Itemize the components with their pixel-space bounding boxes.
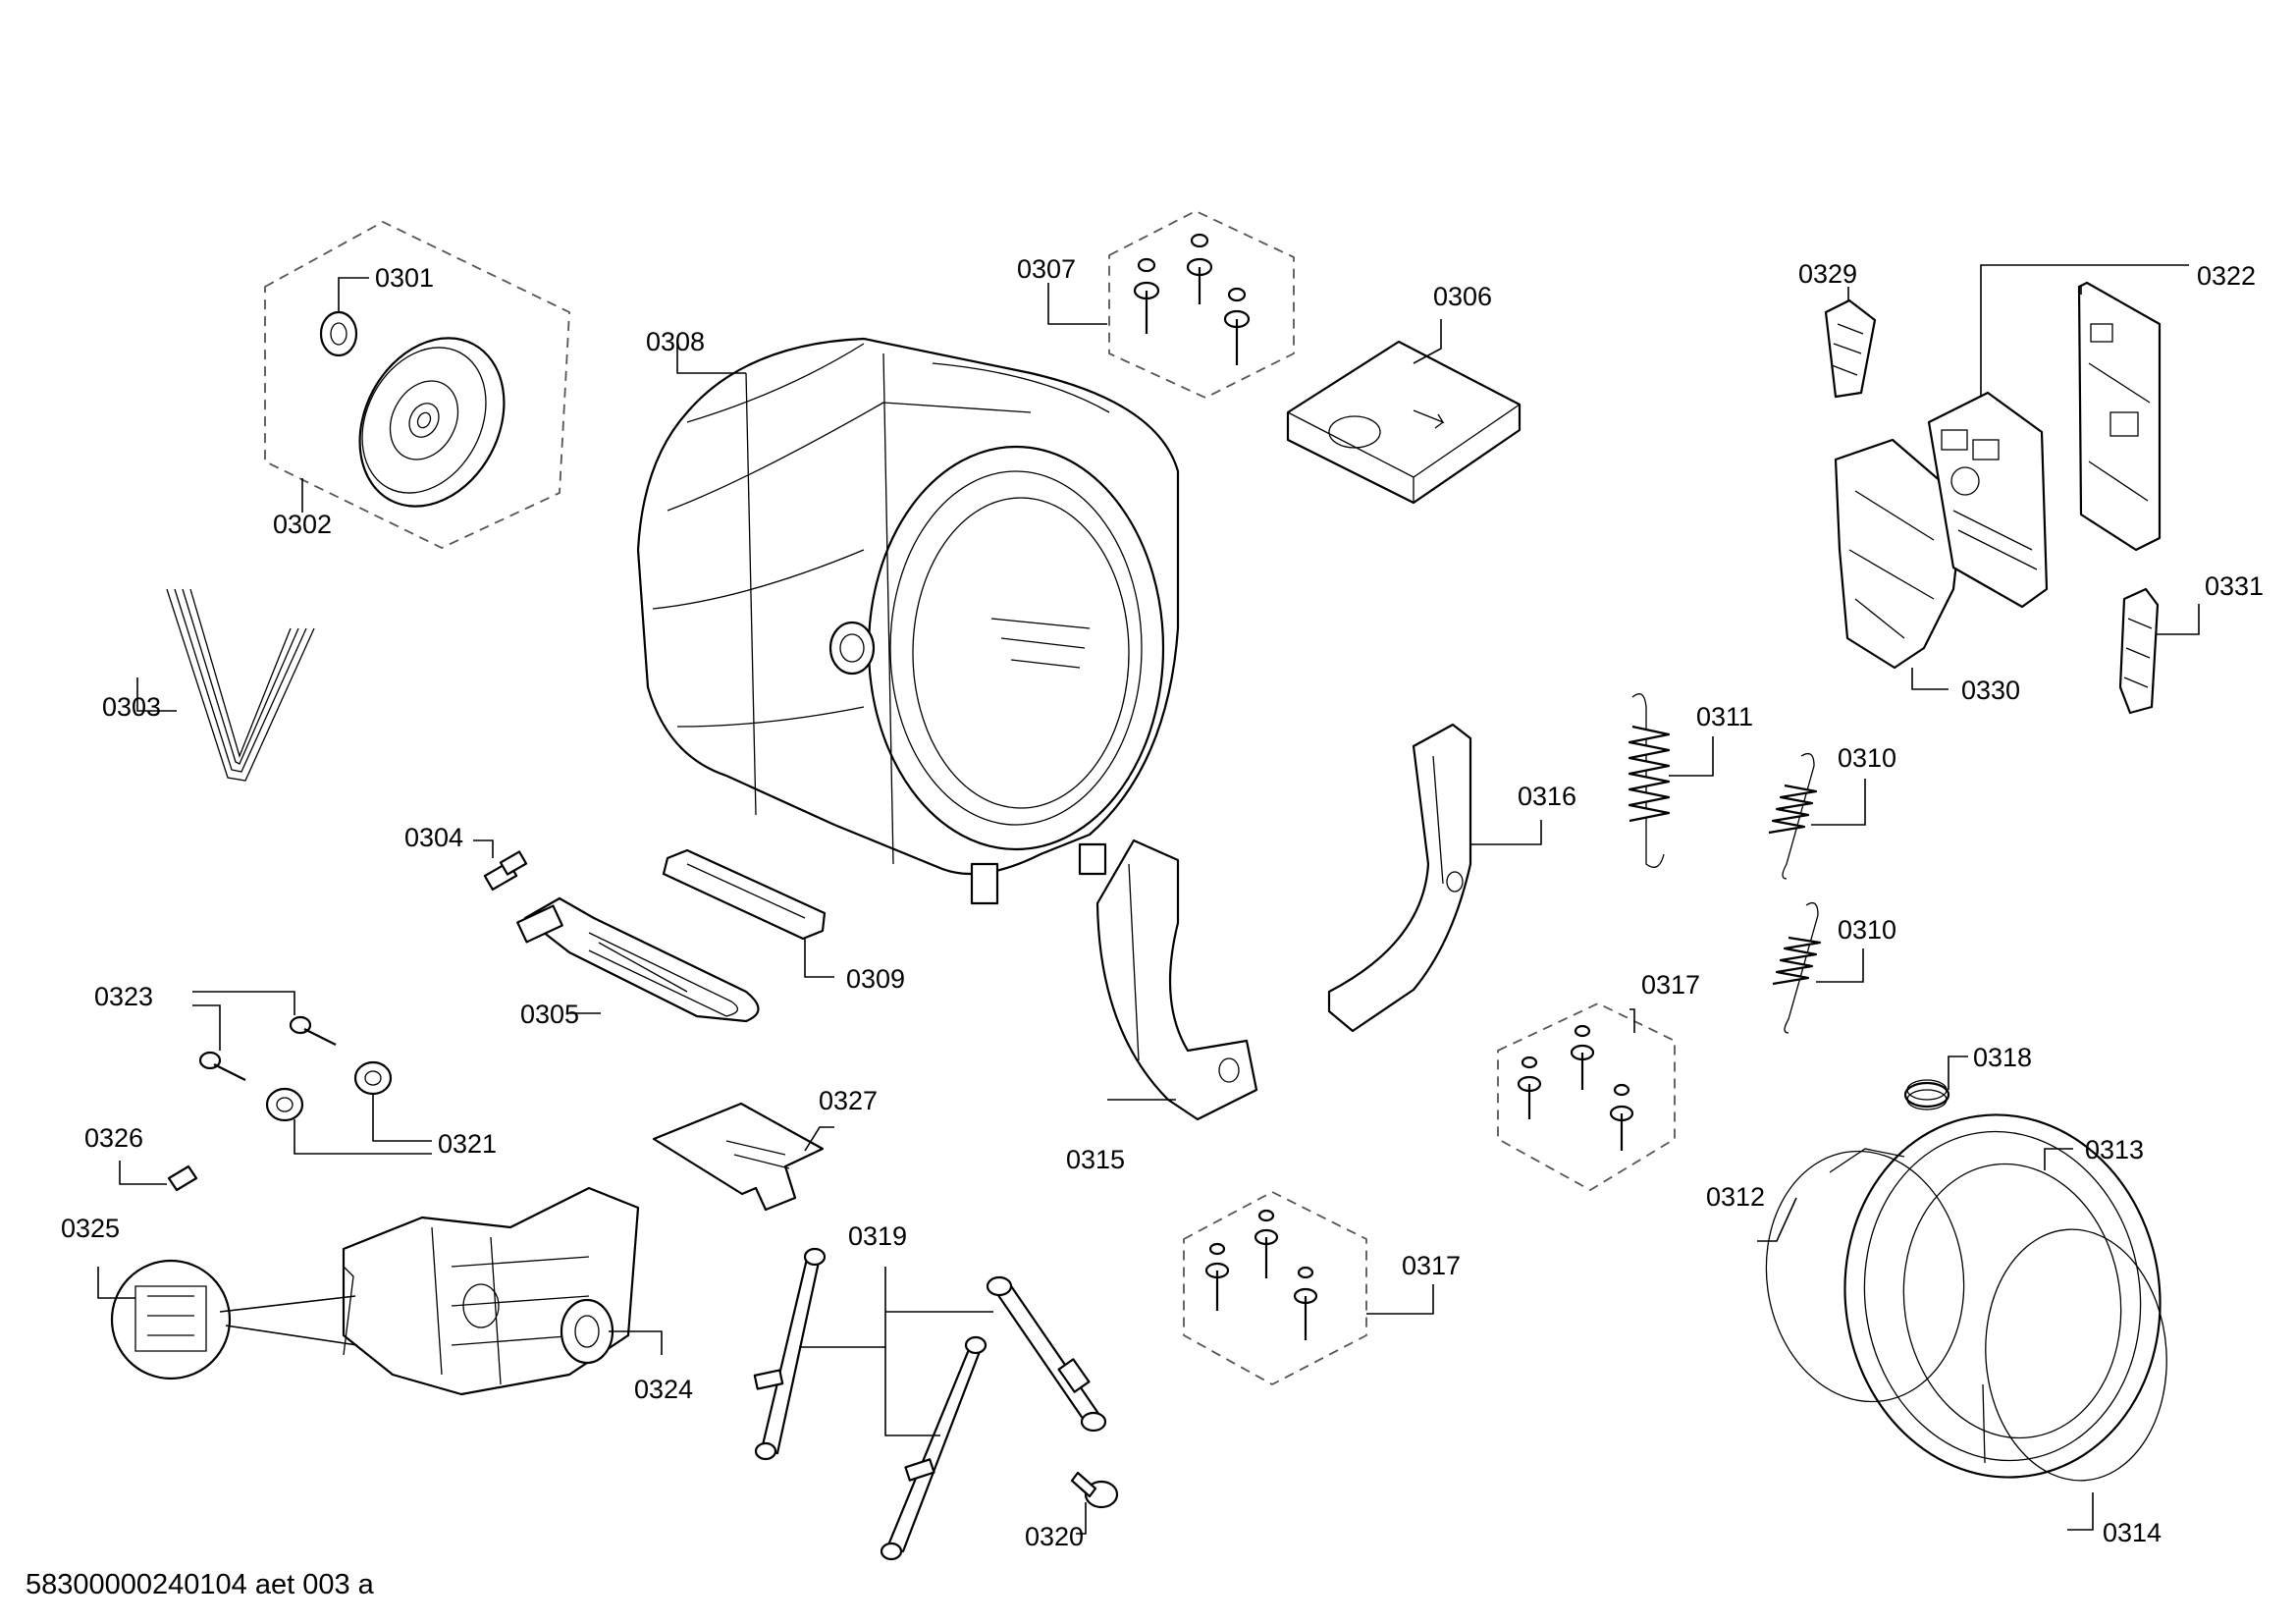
pulley-nut[interactable] — [319, 310, 358, 357]
spring-0310-upper[interactable] — [1768, 752, 1866, 880]
clamp-ring-outer[interactable] — [1750, 1138, 1980, 1414]
spring-0310-lower[interactable] — [1772, 901, 1864, 1034]
pulley-wheel[interactable] — [332, 313, 533, 532]
screw-f[interactable] — [1609, 1083, 1634, 1151]
screw-d[interactable] — [1517, 1056, 1542, 1119]
shock-absorber-a[interactable] — [753, 1247, 827, 1461]
screw-g[interactable] — [1204, 1242, 1230, 1311]
label-0301[interactable]: 0301 — [375, 263, 434, 293]
motor-connector-detail[interactable] — [110, 1259, 232, 1380]
label-0303[interactable]: 0303 — [102, 692, 161, 722]
top-cover-plate[interactable] — [1286, 319, 1522, 505]
label-0312[interactable]: 0312 — [1706, 1182, 1765, 1212]
screw-b[interactable] — [1133, 257, 1160, 334]
label-0302[interactable]: 0302 — [273, 510, 332, 539]
label-0305[interactable]: 0305 — [520, 1000, 579, 1029]
motor-group — [97, 991, 663, 1396]
door-gasket[interactable] — [1822, 1095, 2183, 1498]
label-0326[interactable]: 0326 — [84, 1123, 143, 1153]
label-0317-lower[interactable]: 0317 — [1402, 1251, 1461, 1280]
clip-0326[interactable] — [167, 1164, 198, 1192]
circuit-board-0322[interactable] — [2077, 281, 2162, 552]
part-labels: 0301 0302 0303 0304 0305 0306 0307 0308 … — [61, 254, 2264, 1551]
heater-group — [473, 839, 760, 1023]
label-0311[interactable]: 0311 — [1696, 702, 1753, 731]
outer-tub[interactable] — [636, 337, 1180, 905]
screw-i[interactable] — [1293, 1266, 1318, 1340]
electronics-group — [1824, 264, 2200, 715]
spring-0311[interactable] — [1628, 693, 1714, 868]
module-holder-0330[interactable] — [1834, 438, 1965, 690]
label-0314[interactable]: 0314 — [2103, 1518, 2162, 1547]
label-0324[interactable]: 0324 — [634, 1375, 693, 1404]
label-0308[interactable]: 0308 — [646, 327, 705, 356]
shock-absorber-c[interactable] — [986, 1275, 1107, 1433]
label-sheet[interactable] — [652, 1102, 834, 1212]
bushing-0321-b[interactable] — [265, 1087, 304, 1122]
label-0330[interactable]: 0330 — [1961, 676, 2020, 705]
label-0325[interactable]: 0325 — [61, 1214, 120, 1243]
temperature-sensor[interactable] — [483, 850, 528, 892]
label-0322[interactable]: 0322 — [2197, 261, 2256, 291]
label-0315[interactable]: 0315 — [1066, 1145, 1125, 1174]
counterweight-right[interactable] — [1327, 723, 1542, 1033]
bolt-0320[interactable] — [1070, 1471, 1119, 1535]
label-0327[interactable]: 0327 — [819, 1086, 878, 1115]
label-0317-upper[interactable]: 0317 — [1641, 970, 1700, 1000]
label-0307[interactable]: 0307 — [1017, 254, 1076, 284]
label-0310-upper[interactable]: 0310 — [1838, 743, 1896, 773]
label-0331[interactable]: 0331 — [2205, 571, 2264, 601]
screw-0323-b[interactable] — [198, 1051, 246, 1081]
mount-screw-set-upper — [1497, 1002, 1676, 1192]
label-0304[interactable]: 0304 — [404, 823, 463, 852]
mount-screw-set-lower — [1183, 1190, 1434, 1386]
screw-0323-a[interactable] — [289, 1015, 337, 1046]
hose-clamp[interactable] — [1903, 1056, 1968, 1110]
connector-block-0331[interactable] — [2118, 587, 2200, 715]
shock-mount-screw-set — [1047, 209, 1295, 399]
screw-h[interactable] — [1254, 1209, 1279, 1278]
label-0316[interactable]: 0316 — [1518, 782, 1576, 811]
control-module-0322[interactable] — [1927, 391, 2049, 609]
heating-element[interactable] — [516, 896, 760, 1023]
label-0310-lower[interactable]: 0310 — [1838, 915, 1896, 945]
label-0306[interactable]: 0306 — [1433, 282, 1492, 311]
screw-c[interactable] — [1223, 287, 1251, 365]
bushing-0321-a[interactable] — [353, 1060, 393, 1096]
label-0318[interactable]: 0318 — [1973, 1043, 2032, 1072]
clamp-ring-inner[interactable] — [1977, 1223, 2174, 1487]
label-0329[interactable]: 0329 — [1798, 259, 1857, 289]
screw-e[interactable] — [1570, 1024, 1595, 1090]
connector-block-0329[interactable] — [1824, 287, 1877, 399]
label-0321[interactable]: 0321 — [438, 1129, 497, 1159]
drain-sump[interactable] — [662, 848, 834, 978]
shock-absorber-group — [753, 1247, 1107, 1561]
counterweight-left[interactable] — [1095, 839, 1258, 1121]
screw-a[interactable] — [1186, 233, 1213, 304]
drive-belt[interactable] — [136, 588, 315, 782]
shock-absorber-b[interactable] — [880, 1335, 988, 1561]
label-0309[interactable]: 0309 — [846, 964, 905, 994]
door-seal-assembly — [1750, 1095, 2183, 1531]
label-0313[interactable]: 0313 — [2085, 1135, 2144, 1164]
drawing-reference-code: 58300000240104 aet 003 a — [26, 1569, 374, 1600]
pulley-group — [264, 220, 570, 549]
label-0320[interactable]: 0320 — [1025, 1522, 1084, 1551]
label-0323[interactable]: 0323 — [94, 982, 153, 1011]
drive-motor-0324[interactable] — [342, 1186, 640, 1396]
label-0319[interactable]: 0319 — [848, 1221, 907, 1251]
